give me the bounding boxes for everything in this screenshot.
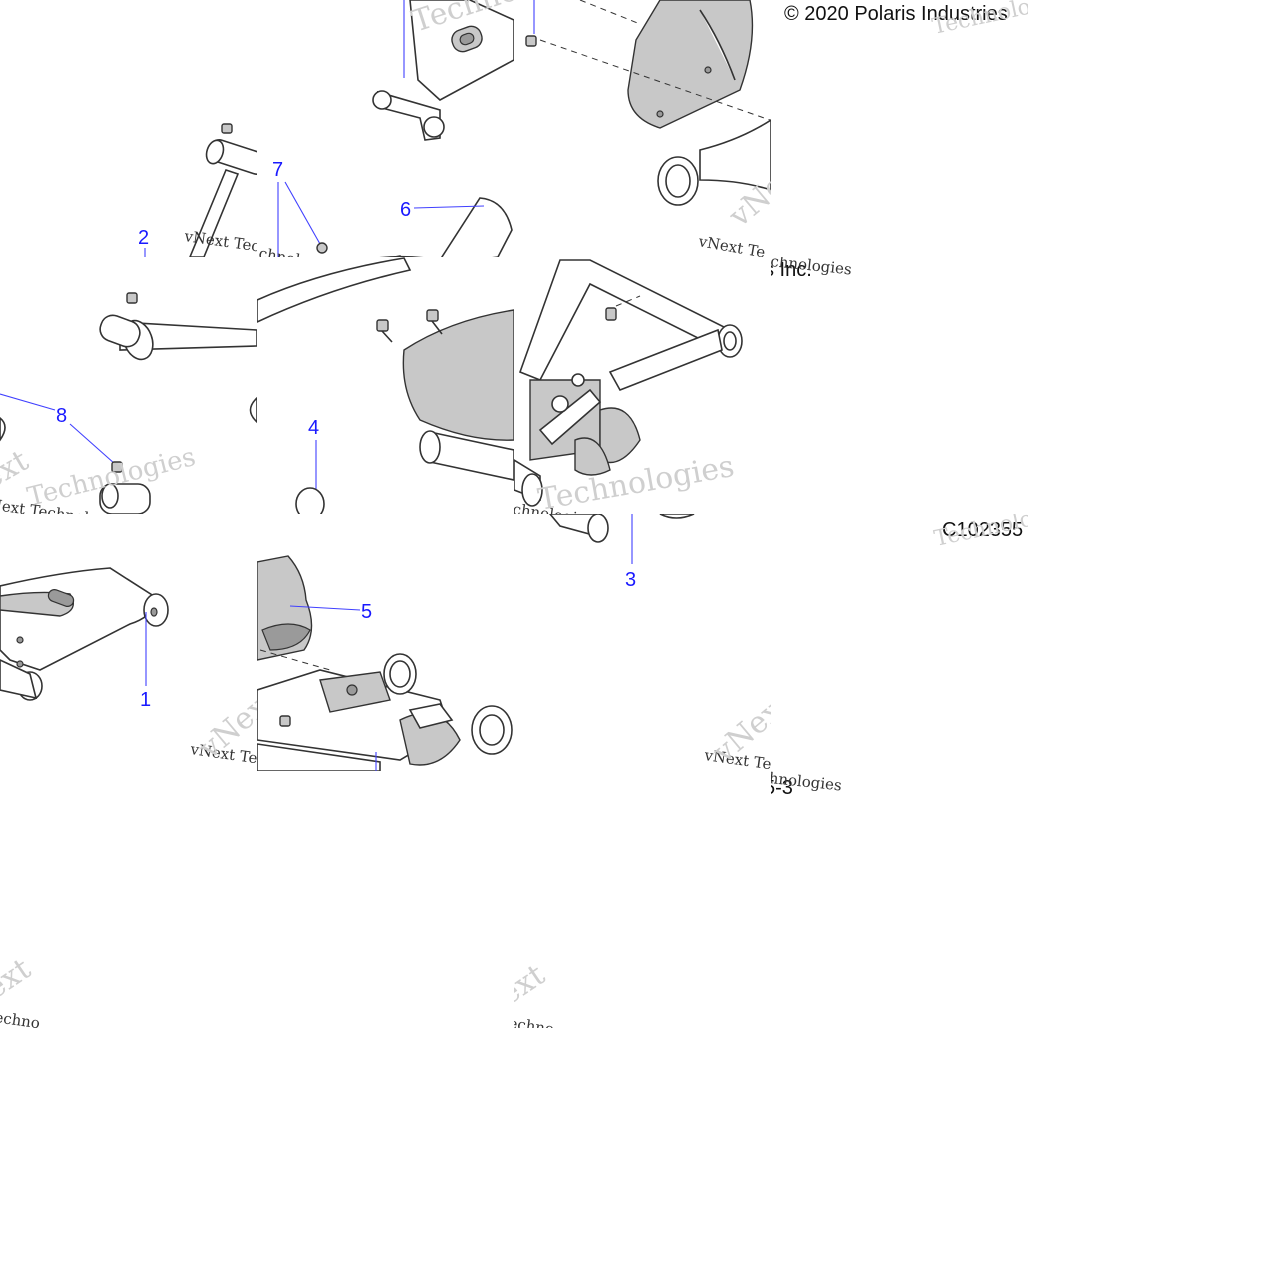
callout-6: 6 bbox=[400, 199, 485, 221]
watermark-small: chnologies bbox=[760, 768, 843, 794]
watermark-large: Technologies bbox=[932, 497, 1080, 552]
watermark-large: ext bbox=[493, 957, 551, 1012]
diagram-tile-r1c4: © 2020 Polaris Industries Technologies bbox=[784, 0, 1028, 40]
bolt-icon bbox=[376, 319, 393, 343]
callout-2: 2 bbox=[138, 227, 149, 257]
svg-text:3: 3 bbox=[625, 569, 636, 591]
diagram-tile-r2c1: 8 ext Technologies vNext Technologies bbox=[0, 292, 257, 514]
callout-7: 7 bbox=[272, 159, 321, 257]
control-arm-lower-tube bbox=[99, 314, 257, 361]
bolt-icon bbox=[426, 309, 443, 335]
svg-text:8: 8 bbox=[56, 405, 67, 427]
callout-5: 5 bbox=[289, 601, 372, 623]
skid-plate-guard bbox=[627, 0, 754, 129]
diagram-tile-r3c1: 1 vNext Te vNext bbox=[0, 567, 257, 767]
svg-text:7: 7 bbox=[272, 159, 283, 181]
diagram-tile-r1c1: vNext Tec 2 bbox=[138, 123, 257, 257]
callout-8: 8 bbox=[0, 393, 116, 465]
diagram-tile-r3c2: 5 bbox=[257, 555, 513, 771]
skid-plate-body bbox=[257, 257, 514, 441]
diagram-tile-r2c3: Technologies chnologies bbox=[514, 259, 743, 514]
nut-icon bbox=[111, 461, 123, 473]
pivot-pin-lower bbox=[548, 514, 695, 543]
grease-fitting-icon bbox=[605, 307, 617, 321]
copyright-tail: s Inc. bbox=[764, 259, 812, 281]
frame-pivot-tube bbox=[657, 119, 771, 206]
bolt-icon bbox=[279, 715, 291, 727]
mounting-bracket bbox=[529, 373, 641, 476]
watermark-small: chnologies bbox=[257, 244, 340, 276]
watermark-large: ext bbox=[0, 951, 37, 1006]
control-arm-lower bbox=[0, 567, 169, 701]
svg-text:2: 2 bbox=[138, 227, 149, 249]
skid-plate-guard-lower bbox=[257, 555, 313, 661]
grease-fitting-icon bbox=[221, 123, 233, 134]
bolt-icon bbox=[525, 35, 537, 47]
a-arm-frame bbox=[518, 259, 743, 392]
bushing-tube bbox=[99, 483, 151, 514]
pivot-pin bbox=[514, 459, 543, 507]
svg-text:4: 4 bbox=[308, 417, 319, 439]
skid-plate-upper bbox=[379, 197, 513, 257]
diagram-tile-r3c4: C102355 Technologies bbox=[932, 497, 1080, 552]
callout-3: 3 bbox=[625, 514, 636, 591]
nut-icon bbox=[316, 242, 328, 254]
copyright-text: © 2020 Polaris Industries bbox=[784, 3, 1008, 25]
watermark-small: vNext Te bbox=[696, 232, 767, 262]
svg-text:5: 5 bbox=[361, 601, 372, 623]
svg-text:1: 1 bbox=[140, 689, 151, 711]
diagram-tile-r2c4: s Inc. chnologies bbox=[764, 257, 853, 281]
grease-fitting-icon bbox=[126, 292, 138, 304]
diagram-tile-r3c3: 3 vNext Te vNext bbox=[548, 514, 771, 771]
a-arm-lower-frame bbox=[257, 653, 513, 771]
callout-1: 1 bbox=[140, 612, 151, 711]
diagram-tile-r4c1: ext echno bbox=[0, 951, 41, 1032]
diagram-tile-r1c2: 6 7 Techno chnologies bbox=[257, 0, 514, 276]
control-arm-upper-tube bbox=[189, 139, 257, 257]
pivot-pin bbox=[419, 430, 514, 481]
control-arm-bracket bbox=[372, 0, 514, 141]
diagram-tile-r1c3: vNext Te vNext bbox=[525, 0, 771, 262]
diagram-tile-r4c4: 5-3 chnologies bbox=[760, 768, 843, 799]
diagram-tile-r4c3: ext echno bbox=[493, 957, 555, 1038]
figure-code-tail: 5-3 bbox=[764, 777, 793, 799]
svg-text:6: 6 bbox=[400, 199, 411, 221]
diagram-tile-r2c2: 4 bbox=[257, 257, 514, 514]
figure-code: C102355 bbox=[942, 519, 1023, 541]
watermark-small: echno bbox=[0, 1008, 41, 1032]
watermark-small: echno bbox=[507, 1014, 555, 1038]
